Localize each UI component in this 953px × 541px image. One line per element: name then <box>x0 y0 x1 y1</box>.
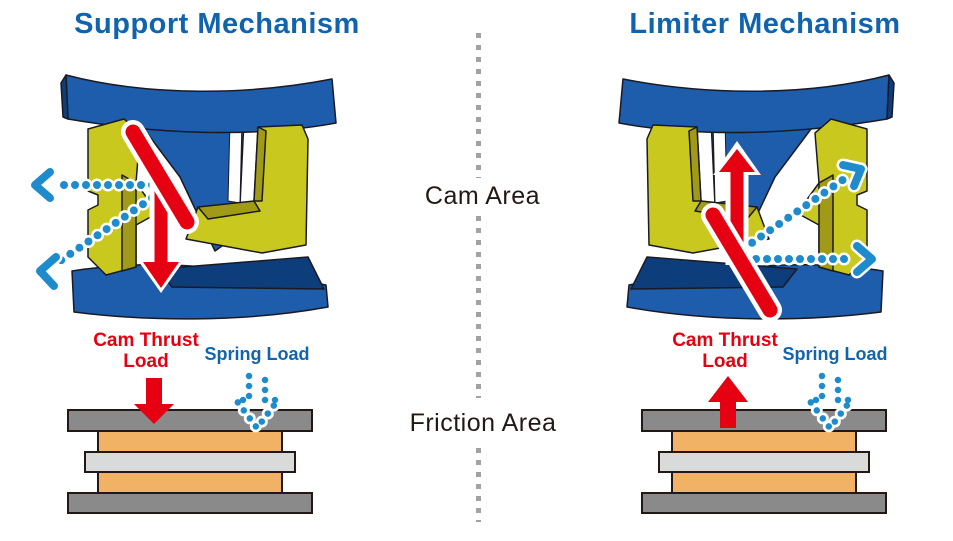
slide-direction-arrow-left-icon <box>28 165 159 205</box>
support-friction-stack <box>67 370 313 514</box>
cam-thrust-arrow-up-icon <box>708 376 748 428</box>
limiter-cam-illustration <box>618 74 895 322</box>
friction-disc-shape <box>97 430 283 453</box>
slide-direction-arrow-downleft-icon <box>33 191 159 293</box>
friction-disc-shape <box>671 471 857 494</box>
cam-thrust-load-line2: Load <box>702 351 748 372</box>
slide-direction-arrow-upright-icon <box>736 158 868 256</box>
cam-block-right-shape <box>796 118 868 276</box>
bottom-plate-shape <box>71 256 329 320</box>
pressure-plate-bottom-shape <box>641 492 887 514</box>
cam-area-label: Cam Area <box>424 182 541 210</box>
separator-plate-shape <box>84 451 296 473</box>
cam-thrust-load-label: Cam Thrust Load <box>81 330 211 372</box>
pressure-plate-top-shape <box>641 409 887 432</box>
spring-load-arrow-down-icon <box>803 370 857 434</box>
slide-direction-arrow-right-icon <box>738 239 879 279</box>
spring-load-label: Spring Load <box>204 344 310 364</box>
cam-thrust-arrow-down-icon <box>134 378 174 424</box>
limiter-friction-stack <box>641 370 887 514</box>
friction-area-label: Friction Area <box>409 409 557 437</box>
spring-load-arrow-down-icon <box>230 370 284 434</box>
support-mechanism-title: Support Mechanism <box>74 8 360 40</box>
cam-thrust-load-line1: Cam Thrust <box>93 330 199 351</box>
friction-disc-shape <box>671 430 857 453</box>
cam-thrust-load-label: Cam Thrust Load <box>660 330 790 372</box>
pressure-plate-top-shape <box>67 409 313 432</box>
spring-load-label: Spring Load <box>782 344 888 364</box>
cam-thrust-load-line2: Load <box>123 351 169 372</box>
support-cam-illustration <box>28 74 337 320</box>
top-plate-shape <box>60 74 337 134</box>
separator-plate-shape <box>658 451 870 473</box>
divider-bottom-segment <box>476 448 481 522</box>
divider-middle-segment <box>476 216 481 398</box>
cam-block-right-shape <box>185 124 309 254</box>
limiter-mechanism-title: Limiter Mechanism <box>629 8 901 40</box>
cam-contact-bar-icon <box>121 120 199 234</box>
cam-contact-bar-icon <box>701 203 782 322</box>
friction-disc-shape <box>97 471 283 494</box>
cam-thrust-load-line1: Cam Thrust <box>672 330 778 351</box>
pressure-plate-bottom-shape <box>67 492 313 514</box>
top-plate-shape <box>618 74 895 134</box>
divider-top-segment <box>476 33 481 178</box>
